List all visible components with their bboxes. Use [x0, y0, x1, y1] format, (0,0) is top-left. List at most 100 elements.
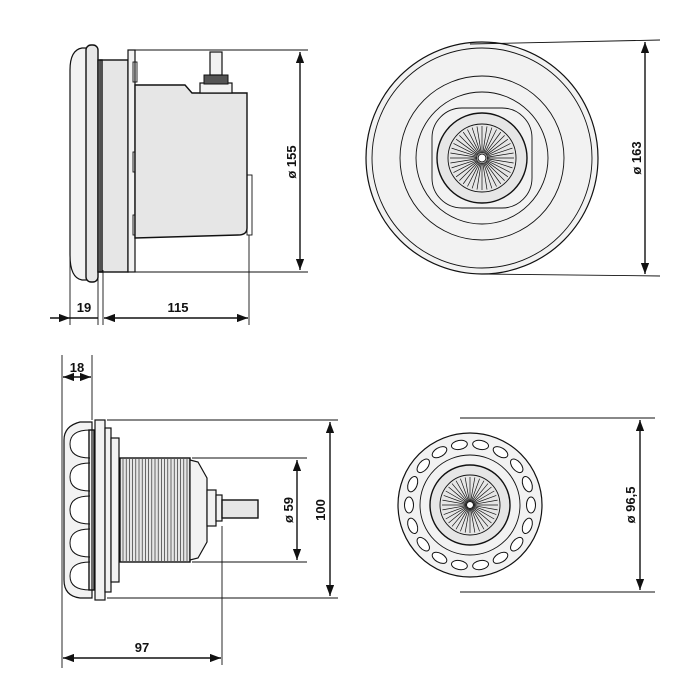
bezel-scallop — [510, 536, 524, 552]
bezel-scallop — [526, 496, 536, 514]
lens-ray — [445, 506, 467, 520]
lens-ray — [442, 499, 467, 505]
bezel-scallop — [510, 458, 524, 474]
lens-ray — [451, 483, 468, 503]
dim-large-front-depth: 19 — [77, 300, 91, 315]
lens-ray — [482, 126, 488, 154]
lens-ray — [485, 135, 505, 155]
lens-ray — [483, 129, 497, 154]
lens-ray — [472, 507, 492, 524]
lens-ray — [455, 138, 479, 156]
dim-large-side-diameter: ø 155 — [284, 145, 299, 178]
lens-ray — [471, 508, 485, 530]
lens-ray — [455, 480, 469, 502]
lens-ray — [451, 507, 468, 527]
lens-ray — [471, 480, 485, 502]
bezel-scallop — [472, 559, 490, 571]
bezel-scallop — [450, 439, 468, 451]
lens-ray — [486, 159, 511, 173]
lens-ray — [462, 161, 480, 185]
bezel-segment — [69, 528, 91, 558]
lens-ray — [448, 486, 468, 503]
thread-lines — [122, 459, 188, 561]
bezel-scallop — [431, 446, 448, 459]
lens-ray — [470, 508, 476, 533]
lens-ray — [476, 162, 482, 190]
lens-ray — [450, 152, 478, 158]
large-lamp-front-view: ø 163 — [365, 39, 661, 277]
bezel-scallop — [431, 551, 448, 564]
bezel-segments — [69, 429, 91, 591]
lens-rays — [450, 126, 514, 190]
large-lamp-side-view: ø 155 19 115 — [50, 44, 308, 325]
lens-ray — [453, 143, 478, 157]
dim-small-front-diameter: ø 96,5 — [623, 487, 638, 524]
bezel-scallop — [407, 475, 419, 493]
lens-ray — [473, 505, 498, 511]
lens-ray — [483, 162, 497, 187]
lens-ray — [467, 129, 481, 154]
lens-ray — [442, 505, 467, 511]
lens-ray — [473, 499, 498, 505]
lens-ray — [471, 162, 481, 189]
lens-ray — [455, 160, 479, 178]
bezel-scallops — [404, 439, 536, 571]
bezel-segment — [69, 429, 91, 459]
lens-ray — [443, 506, 467, 515]
lens-ray — [467, 162, 481, 187]
bezel-scallop — [492, 446, 509, 459]
dim-small-total-depth: 97 — [135, 640, 149, 655]
dim-large-body-depth: 115 — [168, 300, 189, 315]
lens-ray — [486, 143, 511, 157]
lens-ray — [472, 486, 492, 503]
lens-ray — [485, 138, 509, 156]
lens-ray — [460, 508, 469, 532]
lens-ray — [473, 506, 495, 520]
lens-ray — [483, 127, 493, 154]
lens-ray — [462, 131, 480, 155]
lens-rays — [442, 477, 498, 533]
lens-ray — [460, 478, 469, 502]
bezel-scallop — [407, 517, 419, 535]
lens-ray — [471, 127, 481, 154]
lens-ray — [471, 508, 480, 532]
lens-ray — [473, 506, 497, 515]
lens-ray — [486, 152, 514, 158]
lens-ray — [450, 158, 478, 164]
lens-ray — [472, 507, 489, 527]
dim-small-flange-height: 100 — [313, 499, 328, 521]
lens-ray — [483, 162, 493, 189]
small-lamp-front-view: ø 96,5 — [397, 417, 655, 593]
lens-ray — [476, 126, 482, 154]
lens-ray — [464, 508, 470, 533]
lens-ray — [448, 507, 468, 524]
dim-large-front-diameter: ø 163 — [629, 141, 644, 174]
bezel-scallop — [450, 559, 468, 571]
lens-ray — [484, 131, 502, 155]
lens-ray — [486, 147, 513, 157]
lens-ray — [486, 159, 513, 169]
bezel-scallop — [472, 439, 490, 451]
lens-ray — [471, 478, 480, 502]
bezel-segment — [69, 561, 91, 591]
bezel-scallop — [416, 536, 430, 552]
lens-ray — [445, 490, 467, 504]
lens-ray — [451, 147, 478, 157]
lens-ray — [485, 161, 505, 181]
lens-ray — [453, 159, 478, 173]
bezel-scallop — [492, 551, 509, 564]
lens-ray — [472, 483, 489, 503]
bezel-scallop — [404, 496, 414, 514]
bezel-scallop — [521, 475, 533, 493]
lens-ray — [482, 162, 488, 190]
lens-ray — [459, 135, 479, 155]
bezel-scallop — [416, 458, 430, 474]
lens-ray — [459, 161, 479, 181]
dim-small-thread-diameter: ø 59 — [281, 497, 296, 523]
lens-ray — [484, 161, 502, 185]
lens-ray — [485, 160, 509, 178]
small-lamp-side-view: 18 97 ø 59 100 — [61, 355, 338, 668]
lens-ray — [451, 159, 478, 169]
